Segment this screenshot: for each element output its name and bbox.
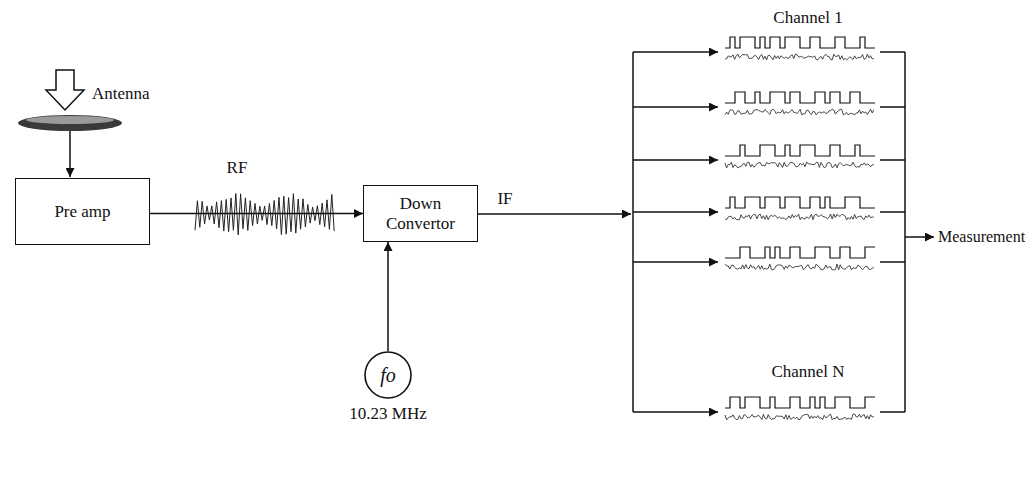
bus-stub [880,261,905,263]
channel-label: Channel N [771,362,844,382]
noise-signal [725,54,874,60]
feed-line [69,131,71,177]
channel-arrow [633,106,718,108]
antenna-dish [18,115,122,131]
bus-stub [880,411,905,413]
noise-signal [725,109,874,115]
code-signal [725,397,875,408]
antenna-label: Antenna [92,84,150,104]
channel-arrow [633,159,718,161]
code-signal [725,197,875,208]
bus-stub [880,51,905,53]
channel-arrow [633,261,718,263]
antenna-dish [26,116,114,124]
bus-stub [880,159,905,161]
signal-name: IF [497,189,512,209]
signal-connector [387,242,389,351]
code-signal [725,37,875,48]
process-box: Down Convertor [363,185,478,242]
node-text: Down Convertor [376,194,466,233]
oscillator-circle: fo [364,351,412,399]
signal-connector [150,213,363,215]
merge-bus [904,52,906,412]
noise-signal [725,162,874,168]
code-signal [725,247,875,258]
branch-line [632,52,634,412]
code-signal [725,145,875,156]
if-line [478,213,631,215]
bus-stub [880,211,905,213]
signal-arrow [46,70,84,110]
output-label: Measurement [938,228,1025,246]
output-arrow [905,236,934,238]
code-signal [725,92,875,103]
node-text: Pre amp [54,202,110,222]
channel-arrow [633,51,718,53]
noise-signal [725,414,874,420]
node-text: fo [380,364,396,387]
noise-signal [725,264,874,270]
noise-signal [725,214,874,220]
process-box: Pre amp [15,178,150,245]
channel-arrow [633,211,718,213]
bus-stub [880,106,905,108]
circle-outline [365,352,411,398]
channel-arrow [633,411,718,413]
channel-label: Channel 1 [773,8,842,28]
frequency-label: 10.23 MHz [349,404,426,424]
signal-name: RF [227,158,248,178]
